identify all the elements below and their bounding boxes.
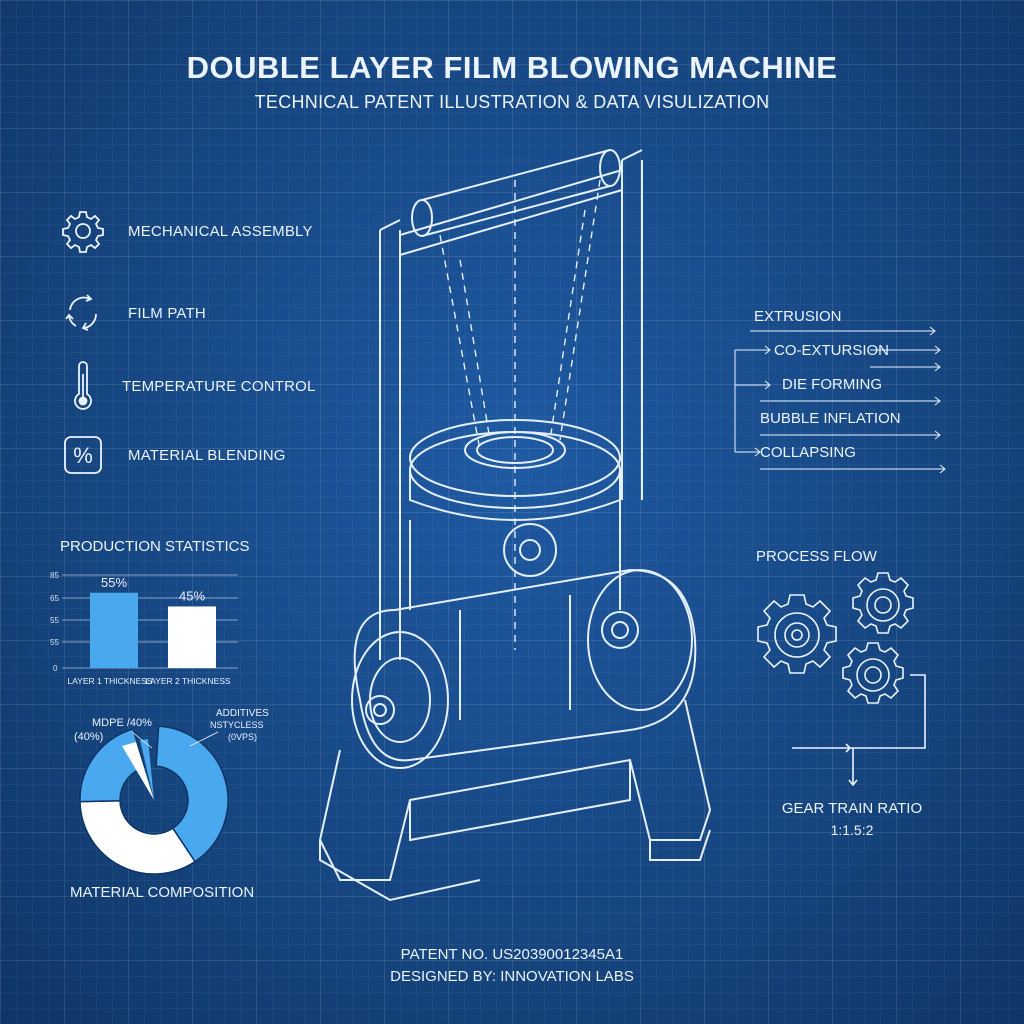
top-beam — [399, 169, 623, 256]
y-tick-label: 65 — [50, 594, 59, 603]
top-gear-icon — [852, 572, 914, 634]
percent-icon: % — [64, 436, 102, 474]
film-blowing-machine-drawing — [318, 149, 712, 902]
bar-1 — [90, 592, 138, 668]
designer-credit: DESIGNED BY: INNOVATION LABS — [390, 968, 634, 985]
feature-label: MATERIAL BLENDING — [128, 446, 286, 464]
y-tick-label: 85 — [50, 571, 59, 580]
thermometer-icon — [74, 361, 92, 410]
y-tick-label: 55 — [50, 616, 59, 625]
process-step-bubble-inflation: BUBBLE INFLATION — [760, 410, 901, 427]
cycle-arrows-icon — [65, 294, 97, 331]
process-step-die-forming: DIE FORMING — [782, 376, 882, 393]
bar-2 — [168, 606, 216, 668]
left-post — [379, 230, 401, 660]
process-steps: EXTRUSION CO-EXTURSION DIE FORMING BUBBL… — [730, 300, 970, 480]
composition-title: MATERIAL COMPOSITION — [70, 884, 255, 901]
donut-slice-additives — [122, 742, 154, 800]
process-flow-title: PROCESS FLOW — [756, 548, 877, 565]
gear-icon — [62, 211, 104, 253]
feature-label: MECHANICAL ASSEMBLY — [128, 222, 313, 240]
page-subtitle: TECHNICAL PATENT ILLUSTRATION & DATA VIS… — [254, 92, 770, 112]
production-bar-chart: 85 65 55 55 0 55% LAYER 1 THICKNESS 45% LAY… — [50, 571, 238, 686]
svg-text:%: % — [73, 443, 93, 468]
y-tick-label: 0 — [53, 664, 58, 673]
gear-ratio-title: GEAR TRAIN RATIO — [781, 800, 923, 817]
donut-slice-mdpe-upper — [155, 725, 229, 863]
y-tick-label: 55 — [50, 638, 59, 647]
large-gear-icon — [757, 594, 837, 674]
composition-label-additives: ADDITIVES — [216, 708, 269, 719]
composition-donut-chart: MDPE /40% (40%) ADDITIVES NSTYCLESS (0VP… — [74, 708, 269, 875]
feature-label: TEMPERATURE CONTROL — [122, 377, 316, 395]
donut-slice-additives-2 — [140, 739, 154, 800]
base-stand — [318, 699, 712, 902]
gear-ratio-value: 1:1.5:2 — [830, 822, 874, 838]
bar-data-label: 45% — [179, 588, 205, 603]
process-step-extrusion: EXTRUSION — [754, 308, 842, 325]
composition-label-additives-2: NSTYCLESS — [210, 720, 264, 730]
process-step-arrows — [734, 326, 946, 474]
feature-mechanical-assembly: MECHANICAL ASSEMBLY — [60, 208, 313, 254]
page-title: DOUBLE LAYER FILM BLOWING MACHINE — [186, 50, 838, 85]
composition-label-mdpe: MDPE /40% — [92, 717, 152, 729]
process-step-co-extrusion: CO-EXTURSION — [774, 342, 890, 359]
donut-slice-main — [79, 799, 197, 875]
lower-gear-icon — [842, 642, 904, 704]
feature-temperature-control: TEMPERATURE CONTROL — [60, 360, 316, 412]
gear-train-diagram — [757, 572, 926, 787]
feature-label: FILM PATH — [128, 304, 206, 322]
process-step-collapsing: COLLAPSING — [760, 444, 856, 461]
feature-material-blending: % MATERIAL BLENDING — [60, 432, 286, 478]
bar-data-label: 55% — [101, 575, 127, 590]
composition-label-mdpe-pct: (40%) — [74, 731, 103, 743]
patent-number: PATENT NO. US20390012345A1 — [400, 946, 624, 963]
extruder-body — [351, 500, 697, 769]
right-post — [621, 160, 643, 500]
nip-roller — [411, 149, 621, 237]
die-head — [409, 419, 621, 521]
feature-film-path: FILM PATH — [60, 290, 206, 336]
category-label: LAYER 2 THICKNESS — [145, 676, 231, 686]
category-label: LAYER 1 THICKNESS — [67, 676, 153, 686]
production-stats-title: PRODUCTION STATISTICS — [60, 538, 250, 555]
composition-label-additives-3: (0VPS) — [228, 732, 257, 742]
